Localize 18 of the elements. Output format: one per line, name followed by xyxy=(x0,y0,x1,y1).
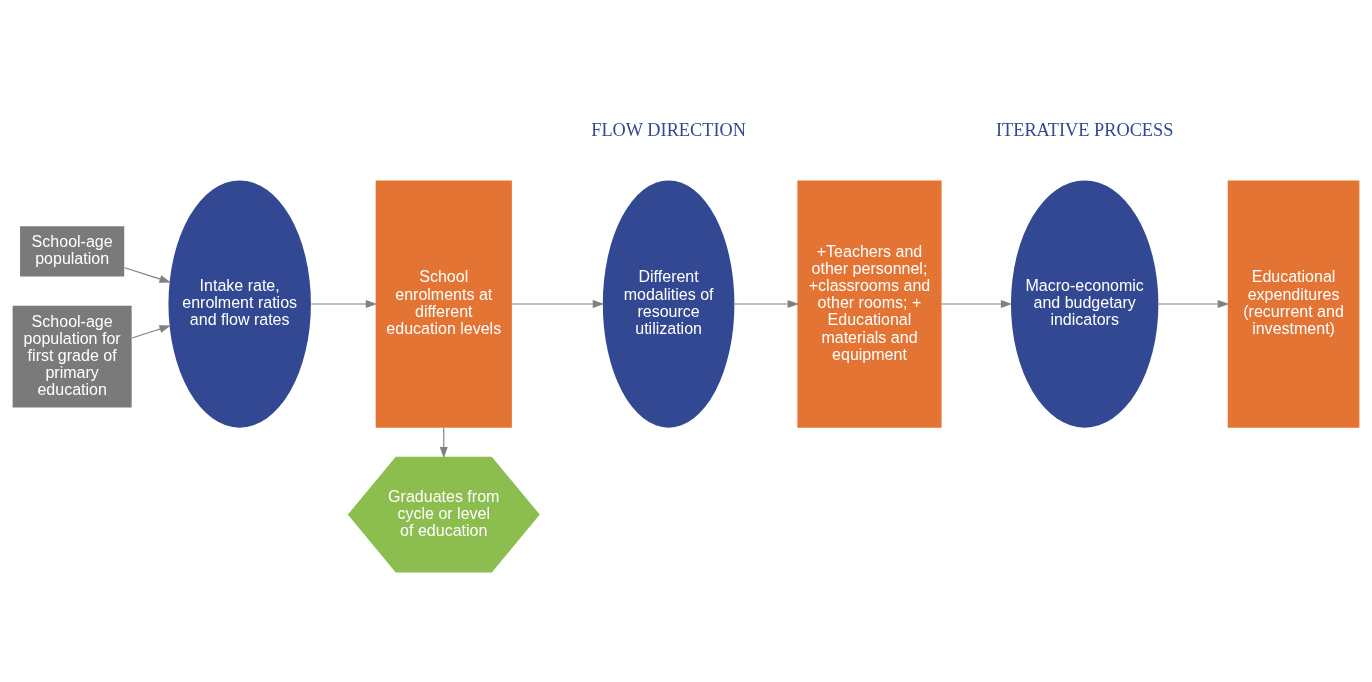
arrow xyxy=(511,299,605,308)
label: FLOW DIRECTION xyxy=(591,119,746,140)
arrow xyxy=(131,324,171,338)
arrow xyxy=(310,299,378,308)
node-box: Educational expenditures (recurrent and investment) xyxy=(1227,179,1360,428)
arrow xyxy=(124,266,171,283)
node-box: School-age population for first grade of primary education xyxy=(12,305,132,408)
node-ellipse: Intake rate, enrolment ratios and flow rates xyxy=(168,179,311,428)
node-box: School enrolments at different education levels xyxy=(375,179,512,428)
arrow xyxy=(439,426,448,458)
node-ellipse: Macro-economic and budgetary indicators xyxy=(1010,179,1159,428)
arrow xyxy=(941,299,1013,308)
node-ellipse: Different modalities of resource utilization xyxy=(602,179,735,428)
arrow xyxy=(734,299,800,308)
node-box: +Teachers and other personnel; +classrooms and other rooms; + Educational materials and equipment xyxy=(797,179,942,428)
arrow xyxy=(1158,299,1230,308)
label: ITERATIVE PROCESS xyxy=(995,119,1174,140)
node-box: School-age population xyxy=(20,225,125,277)
